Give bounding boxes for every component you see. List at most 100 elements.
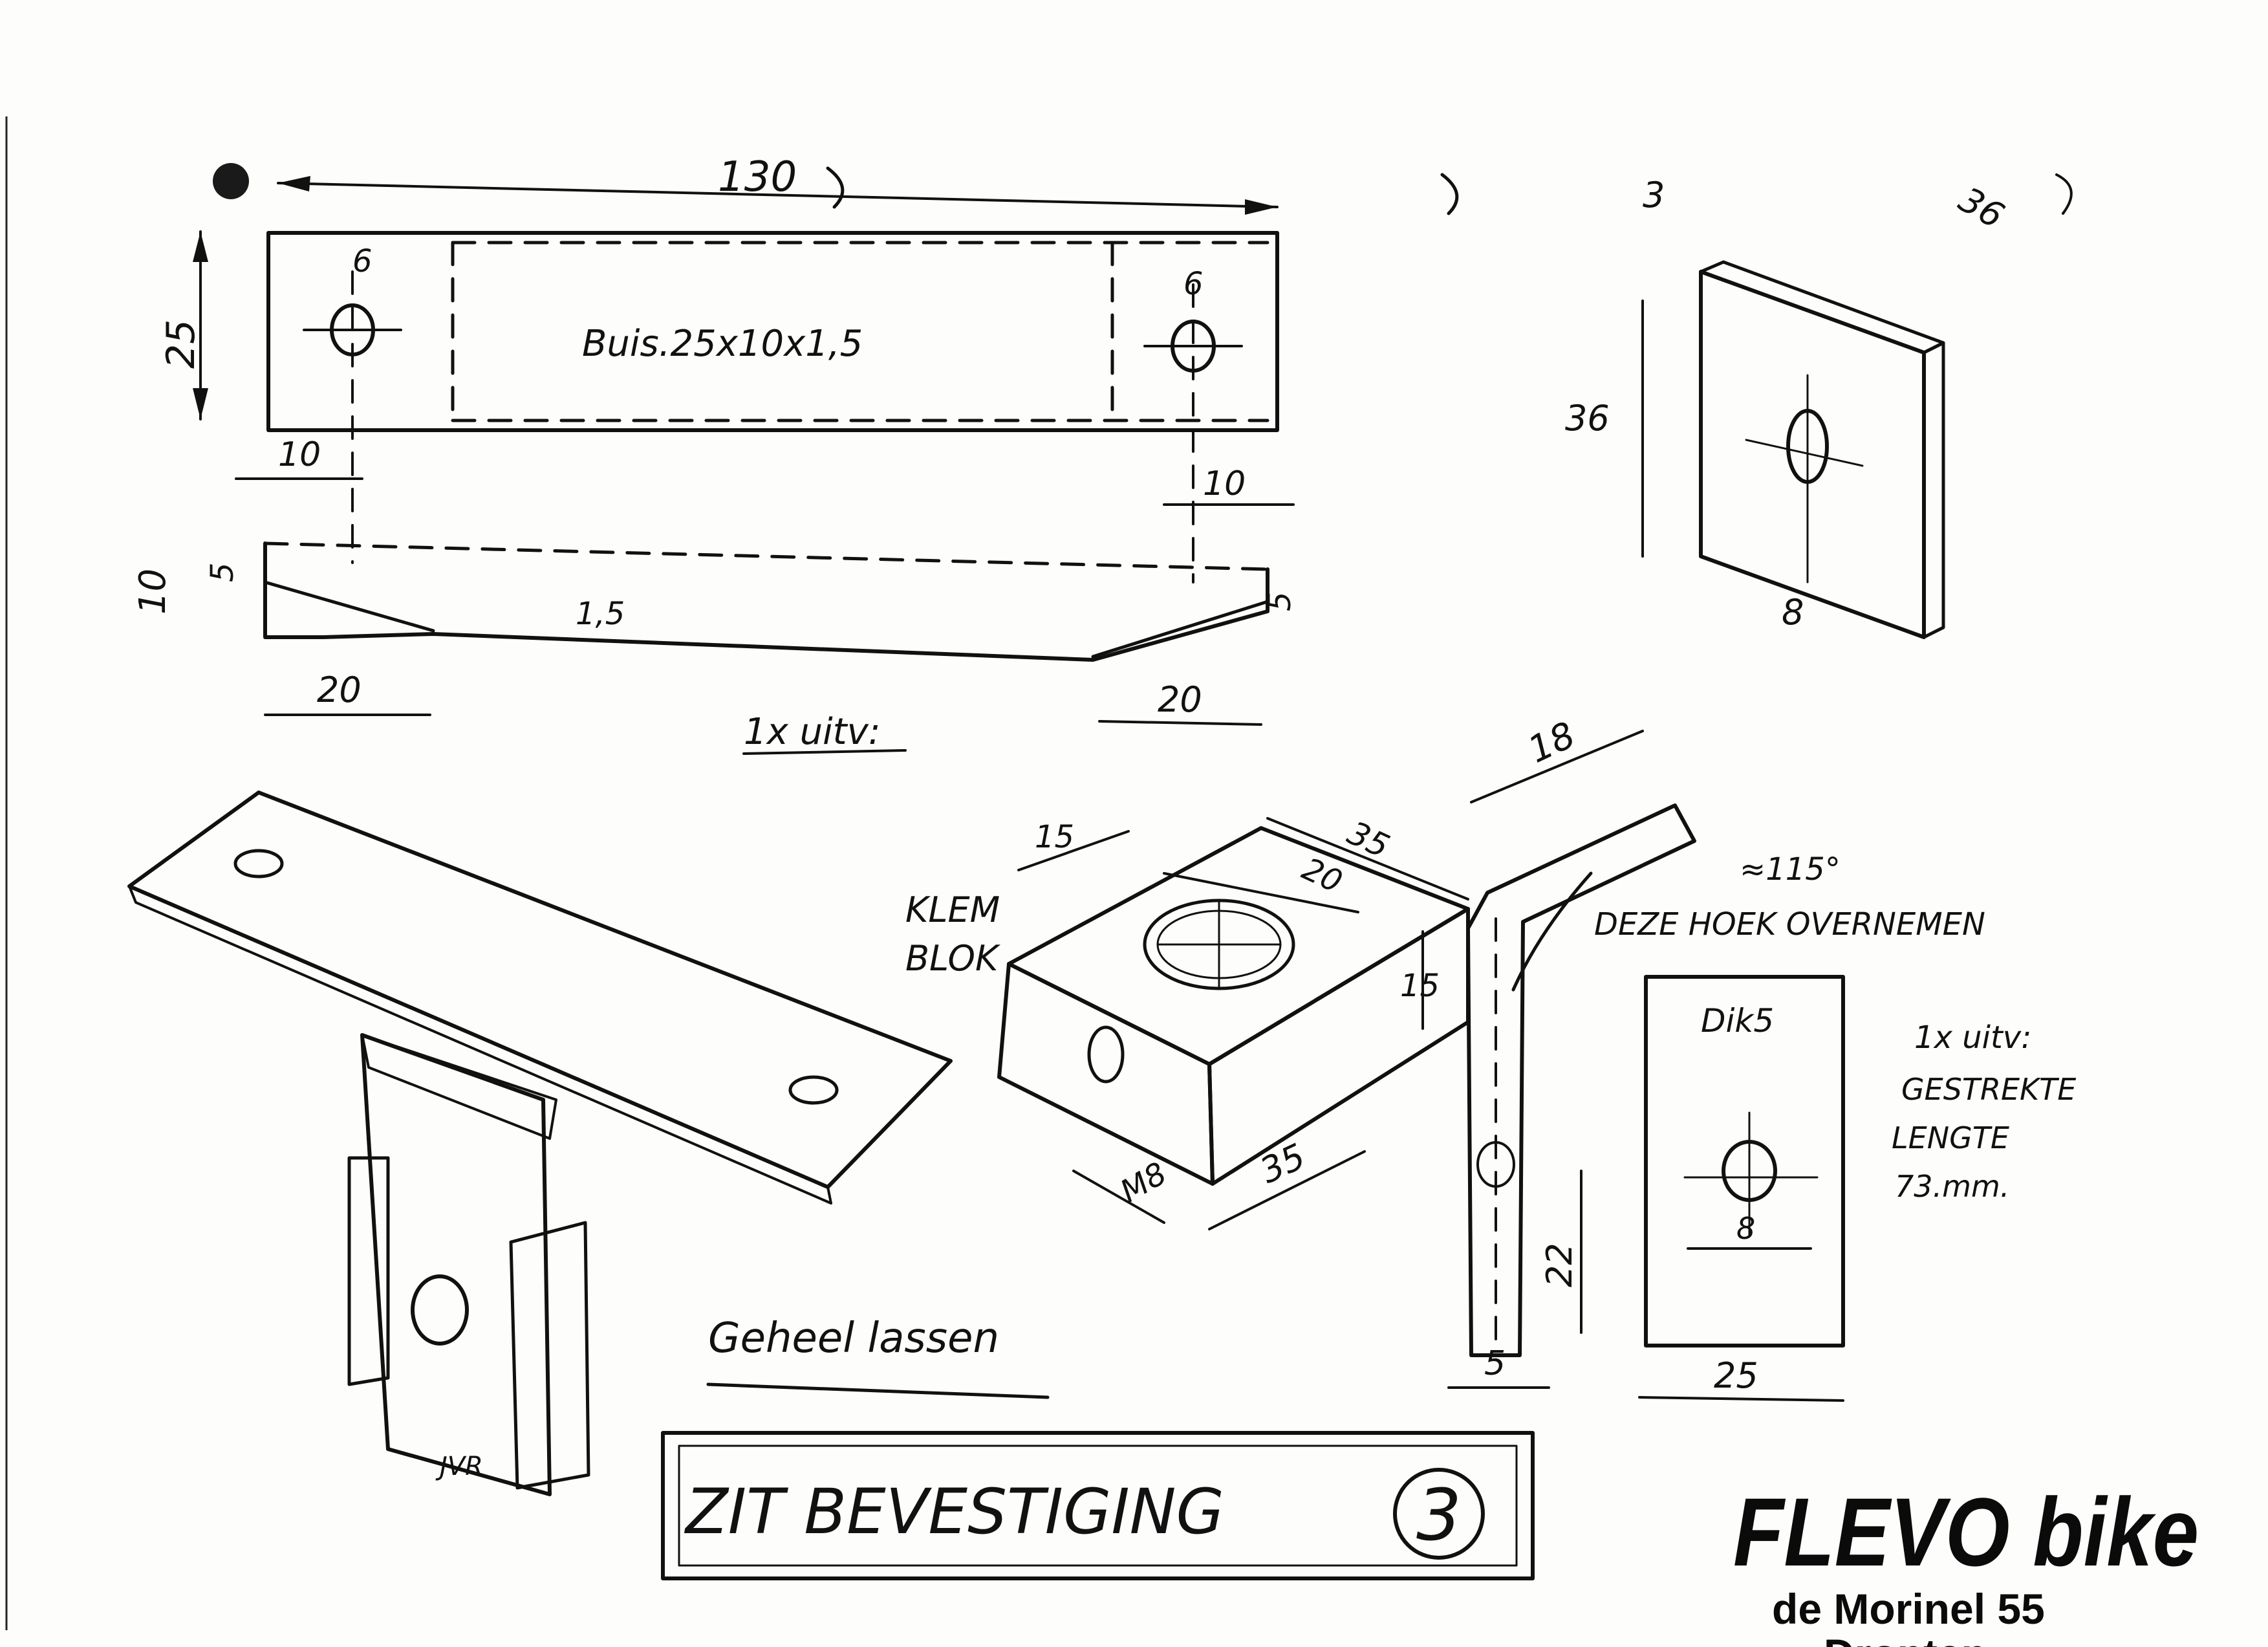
plate-top-edge [1699,260,1945,354]
dim-offset-right-label: 10 [1203,464,1246,503]
seat-rail-edge [128,885,832,1205]
side-quantity-underline [742,749,907,755]
dim-line-length [277,182,1279,208]
dim-length-label: 130 [718,153,797,201]
dim-line-clamp-bore [1163,872,1359,913]
brand-block: FLEVO bike de Morinel 55 Dronten [1733,1478,2199,1647]
arrow-icon [193,388,208,419]
weld-assembly-sketch: JVR [127,791,953,1496]
rail-hole-left-icon [233,849,284,878]
staple-mark [1440,173,1459,215]
dim-step-left-label: 5 [204,562,241,582]
bent-bracket: 18 ≈115° DEZE HOEK OVERNEMEN 22 5 [1447,714,1985,1389]
strip-note-3: LENGTE [1892,1120,2009,1155]
clamp-side-face [1207,907,1470,1186]
strip-note-2: GESTREKTE [1901,1072,2076,1107]
dim-hole-left-label: 6 [352,243,373,279]
dim-step-right-label: 5 [1262,591,1298,611]
tube-spec-label: Buis.25x10x1,5 [582,323,863,365]
strip-outline [1644,975,1845,1347]
dim-taper-right-label: 20 [1158,679,1202,720]
dim-taper-left-label: 20 [317,670,362,710]
dim-line-clamp-depth [1208,1150,1366,1230]
clamp-dim-35-top: 35 [1342,814,1395,865]
dim-hole-right-label: 6 [1183,266,1204,302]
drawing-title: ZIT BEVESTIGING [684,1476,1224,1548]
plate-width-label: 36 [1952,179,2011,237]
clamp-dim-thread: M8 [1114,1155,1172,1210]
clamp-dim-height: 15 [1400,968,1440,1004]
bracket-profile [1466,803,1696,1357]
taper-left [263,580,435,633]
weld-signature: JVR [435,1452,483,1481]
dim-line-clamp-thread [1072,1170,1165,1224]
title-box-inner [678,1445,1518,1567]
bracket-hole-icon [411,1274,469,1346]
top-view: 130 25 6 6 Buis.25x10x1,5 10 10 [158,153,1295,584]
clamp-block: KLEM BLOK 15 35 20 15 35 M8 [905,814,1470,1230]
dim-width-label: 25 [158,320,204,369]
clamp-front-face [997,962,1215,1186]
tube-outline [266,231,1279,432]
plate-view: 3 36 36 8 [1565,175,2011,639]
scan-artifacts [5,116,2073,1630]
arrow-icon [193,232,208,262]
bracket-hole-icon [1476,1141,1515,1188]
side-quantity-label: 1x uitv: [744,711,881,753]
punch-hole-icon [213,163,249,199]
bracket-angle: ≈115° [1740,851,1841,888]
dim-line-clamp-35 [1266,817,1469,900]
arrow-icon [1245,199,1277,215]
dim-offset-left-label: 10 [278,435,321,474]
arrow-icon [278,176,310,191]
brand-city: Dronten [1824,1630,1987,1647]
bracket-dim-5: 5 [1484,1344,1506,1383]
bracket-back-plate [347,1156,390,1386]
plate-thickness-label: 3 [1643,175,1665,215]
bracket-dim-22: 22 [1539,1243,1580,1287]
dim-line-strip-width [1638,1396,1844,1402]
weld-note-underline [706,1382,1050,1399]
clamp-bore-icon [1143,899,1295,990]
dim-line-taper-right [1098,720,1262,726]
side-view: 10 5 5 1,5 20 20 1x uitv: [132,541,1298,755]
flat-strip: Dik5 8 25 1x uitv: GESTREKTE LENGTE 73.m… [1638,975,2076,1402]
title-block: Geheel lassen ZIT BEVESTIGING 3 [661,1314,1535,1580]
brand-logo: FLEVO bike [1733,1478,2199,1586]
clamp-dim-15-top: 15 [1035,819,1074,855]
title-box [661,1431,1535,1580]
plate-hole-center-h [1745,439,1864,467]
clamp-label-2: BLOK [905,938,1000,979]
plate-height-label: 36 [1565,398,1610,439]
plate-hole-label: 8 [1782,592,1804,633]
dim-side-height-label: 10 [132,569,174,615]
side-profile-bottom [263,541,1269,662]
plate-side-edge [1922,341,1945,639]
rail-hole-right-icon [788,1075,839,1105]
clamp-top-face [1007,826,1470,1066]
strip-note-4: 73.mm. [1895,1169,2009,1204]
bracket-angle-note: DEZE HOEK OVERNEMEN [1594,906,1985,943]
clamp-label-1: KLEM [905,889,1000,930]
strip-hole-label: 8 [1736,1211,1755,1246]
angle-arc [1511,871,1593,992]
strip-note-1: 1x uitv: [1914,1020,2031,1056]
staple-mark-3 [2055,173,2073,215]
strip-thickness-label: Dik5 [1701,1002,1774,1040]
brand-address: de Morinel 55 [1772,1585,2045,1633]
staple-mark-2 [826,166,845,209]
bracket-dim-18: 18 [1522,714,1581,772]
clamp-block-sketch [509,1221,590,1490]
sheet-number: 3 [1416,1474,1462,1556]
dim-line-clamp-15 [1017,830,1130,871]
bracket-body [360,1033,552,1496]
sheet-number-circle [1393,1468,1485,1560]
dim-wall-label: 1,5 [576,596,625,632]
strip-width-label: 25 [1714,1355,1758,1396]
weld-bead-top [361,1034,557,1140]
dim-line-bracket-18 [1470,730,1644,803]
side-profile-top [263,541,1269,571]
taper-right [1091,600,1269,659]
